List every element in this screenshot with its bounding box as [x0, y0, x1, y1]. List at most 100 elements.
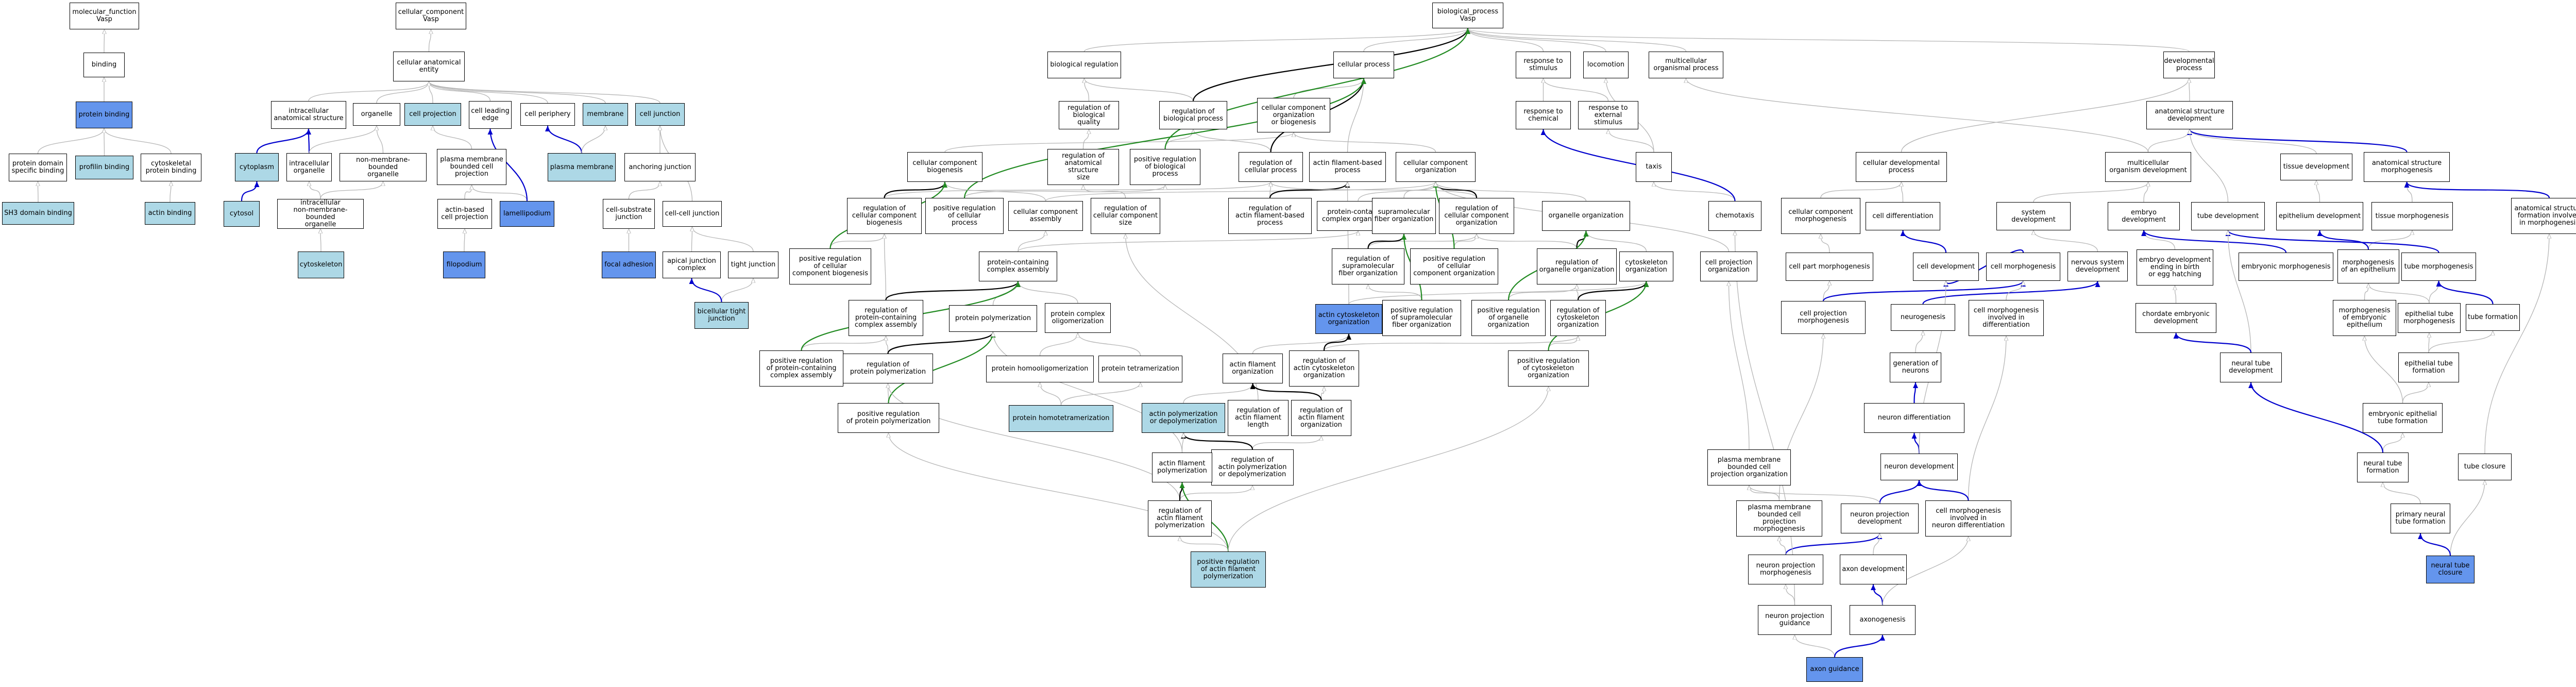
go-term-morphogenesis-of-an-epithelium[interactable]: morphogenesis of an epithelium: [2337, 249, 2399, 283]
go-term-plasma-membrane[interactable]: plasma membrane: [548, 153, 616, 181]
go-term-actin-filament-organization[interactable]: actin filament organization: [1223, 354, 1283, 383]
go-term-non-membrane-bounded-organelle[interactable]: non-membrane-bounded organelle: [340, 153, 427, 181]
go-term-actin-cytoskeleton-organization[interactable]: actin cytoskeleton organization: [1315, 304, 1382, 334]
go-term-regulation-of-actin-filament-organization[interactable]: regulation of actin filament organizatio…: [1291, 400, 1351, 436]
go-term-tube-morphogenesis[interactable]: tube morphogenesis: [2401, 253, 2476, 281]
go-term-cytoskeleton[interactable]: cytoskeleton: [298, 252, 344, 278]
go-term-cellular-developmental-process[interactable]: cellular developmental process: [1856, 152, 1947, 182]
go-term-plasma-membrane-bounded-cell-projection-morphogenesis[interactable]: plasma membrane bounded cell projection …: [1736, 500, 1822, 537]
go-term-positive-regulation-of-cytoskeleton-organization[interactable]: positive regulation of cytoskeleton orga…: [1508, 350, 1589, 387]
go-term-protein-complex-oligomerization[interactable]: protein complex oligomerization: [1045, 303, 1111, 333]
go-term-protein-homooligomerization[interactable]: protein homooligomerization: [986, 356, 1094, 382]
go-term-tissue-morphogenesis[interactable]: tissue morphogenesis: [2371, 202, 2453, 230]
go-term-neural-tube-formation[interactable]: neural tube formation: [2357, 453, 2409, 482]
go-term-response-to-stimulus[interactable]: response to stimulus: [1516, 52, 1571, 78]
go-term-cell-differentiation[interactable]: cell differentiation: [1866, 202, 1940, 230]
go-term-regulation-of-cellular-component-biogenesis[interactable]: regulation of cellular component biogene…: [847, 198, 922, 234]
go-term-multicellular-organism-development[interactable]: multicellular organism development: [2105, 152, 2191, 182]
go-term-regulation-of-cellular-process[interactable]: regulation of cellular process: [1239, 152, 1303, 182]
go-term-organelle[interactable]: organelle: [353, 103, 400, 126]
go-term-tube-formation[interactable]: tube formation: [2466, 304, 2520, 331]
go-term-regulation-of-protein-polymerization[interactable]: regulation of protein polymerization: [843, 354, 933, 383]
go-term-cell-substrate-junction[interactable]: cell-substrate junction: [603, 199, 655, 229]
go-term-protein-tetramerization[interactable]: protein tetramerization: [1098, 356, 1182, 382]
go-term-cell-projection[interactable]: cell projection: [404, 103, 461, 126]
go-term-anatomical-structure-development[interactable]: anatomical structure development: [2146, 101, 2233, 129]
go-term-actin-polymerization-or-depolymerization[interactable]: actin polymerization or depolymerization: [1142, 403, 1225, 433]
go-term-embryo-development[interactable]: embryo development: [2108, 202, 2180, 230]
go-term-cellular-anatomical-entity[interactable]: cellular anatomical entity: [393, 52, 465, 81]
go-term-tissue-development[interactable]: tissue development: [2280, 154, 2352, 180]
go-term-biological-process[interactable]: biological_process Vasp: [1432, 3, 1503, 28]
go-term-neural-tube-closure[interactable]: neural tube closure: [2426, 556, 2475, 583]
go-term-positive-regulation-of-biological-process[interactable]: positive regulation of biological proces…: [1130, 149, 1200, 185]
go-term-epithelium-development[interactable]: epithelium development: [2276, 202, 2363, 230]
go-term-regulation-of-supramolecular-fiber-organization[interactable]: regulation of supramolecular fiber organ…: [1332, 248, 1404, 284]
go-term-focal-adhesion[interactable]: focal adhesion: [602, 252, 656, 278]
go-term-axon-guidance[interactable]: axon guidance: [1806, 657, 1863, 682]
go-term-tight-junction[interactable]: tight junction: [728, 252, 778, 278]
go-term-generation-of-neurons[interactable]: generation of neurons: [1890, 353, 1941, 382]
go-term-cell-junction[interactable]: cell junction: [635, 103, 685, 126]
go-term-regulation-of-anatomical-structure-size[interactable]: regulation of anatomical structure size: [1047, 149, 1119, 185]
go-term-protein-domain-specific-binding[interactable]: protein domain specific binding: [9, 154, 67, 181]
go-term-anatomical-structure-morphogenesis[interactable]: anatomical structure morphogenesis: [2364, 152, 2450, 182]
go-term-cellular-component-biogenesis[interactable]: cellular component biogenesis: [907, 152, 982, 182]
go-term-actin-filament-based-process[interactable]: actin filament-based process: [1309, 152, 1386, 182]
go-term-embryo-development-ending-in-birth-or-egg-hatching[interactable]: embryo development ending in birth or eg…: [2137, 249, 2213, 286]
go-term-positive-regulation-of-cellular-component-organization[interactable]: positive regulation of cellular componen…: [1410, 248, 1498, 284]
go-term-binding[interactable]: binding: [83, 53, 125, 77]
go-term-neuron-projection-morphogenesis[interactable]: neuron projection morphogenesis: [1748, 555, 1823, 584]
go-term-cytoplasm[interactable]: cytoplasm: [235, 153, 279, 181]
go-term-cell-part-morphogenesis[interactable]: cell part morphogenesis: [1786, 253, 1873, 281]
go-term-cell-morphogenesis-involved-in-differentiation[interactable]: cell morphogenesis involved in different…: [1969, 300, 2044, 336]
go-term-regulation-of-cellular-component-size[interactable]: regulation of cellular component size: [1091, 198, 1160, 234]
go-term-cell-morphogenesis[interactable]: cell morphogenesis: [1986, 253, 2060, 281]
go-term-protein-containing-complex-assembly[interactable]: protein-containing complex assembly: [979, 252, 1057, 281]
go-term-regulation-of-actin-filament-length[interactable]: regulation of actin filament length: [1228, 400, 1289, 436]
go-term-actin-based-cell-projection[interactable]: actin-based cell projection: [437, 199, 492, 229]
go-term-developmental-process[interactable]: developmental process: [2163, 52, 2215, 78]
go-term-cell-development[interactable]: cell development: [1913, 253, 1979, 281]
go-term-regulation-of-organelle-organization[interactable]: regulation of organelle organization: [1537, 248, 1617, 284]
go-term-organelle-organization[interactable]: organelle organization: [1542, 201, 1630, 231]
go-term-axon-development[interactable]: axon development: [1840, 555, 1907, 584]
go-term-taxis[interactable]: taxis: [1636, 152, 1672, 182]
go-term-regulation-of-actin-polymerization-or-depolymerization[interactable]: regulation of actin polymerization or de…: [1211, 449, 1294, 485]
go-term-regulation-of-actin-cytoskeleton-organization[interactable]: regulation of actin cytoskeleton organiz…: [1289, 350, 1359, 387]
go-term-actin-binding[interactable]: actin binding: [145, 202, 195, 225]
go-term-actin-filament-polymerization[interactable]: actin filament polymerization: [1152, 453, 1212, 482]
go-term-lamellipodium[interactable]: lamellipodium: [500, 201, 554, 227]
go-term-cellular-component-assembly[interactable]: cellular component assembly: [1008, 201, 1083, 231]
go-term-molecular-function[interactable]: molecular_function Vasp: [70, 3, 139, 29]
go-term-plasma-membrane-bounded-cell-projection-organization[interactable]: plasma membrane bounded cell projection …: [1707, 449, 1791, 485]
go-term-cell-projection-morphogenesis[interactable]: cell projection morphogenesis: [1781, 301, 1866, 334]
go-term-cell-leading-edge[interactable]: cell leading edge: [469, 101, 512, 129]
go-term-tube-closure[interactable]: tube closure: [2458, 454, 2512, 480]
go-term-morphogenesis-of-embryonic-epithelium[interactable]: morphogenesis of embryonic epithelium: [2333, 300, 2396, 336]
go-term-embryonic-epithelial-tube-formation[interactable]: embryonic epithelial tube formation: [2363, 403, 2443, 433]
go-term-membrane[interactable]: membrane: [583, 103, 628, 126]
go-term-cellular-process[interactable]: cellular process: [1333, 52, 1394, 78]
go-term-chordate-embryonic-development[interactable]: chordate embryonic development: [2136, 303, 2216, 333]
go-term-cellular-component[interactable]: cellular_component Vasp: [396, 3, 466, 29]
go-term-filopodium[interactable]: filopodium: [443, 252, 485, 278]
go-term-primary-neural-tube-formation[interactable]: primary neural tube formation: [2391, 504, 2450, 533]
go-term-neuron-differentiation[interactable]: neuron differentiation: [1864, 403, 1964, 433]
go-term-neural-tube-development[interactable]: neural tube development: [2220, 353, 2282, 382]
go-term-positive-regulation-of-organelle-organization[interactable]: positive regulation of organelle organiz…: [1471, 300, 1546, 336]
go-term-sh3-domain-binding[interactable]: SH3 domain binding: [2, 202, 74, 225]
go-term-epithelial-tube-morphogenesis[interactable]: epithelial tube morphogenesis: [2398, 303, 2461, 333]
go-term-protein-polymerization[interactable]: protein polymerization: [949, 305, 1037, 332]
go-term-cellular-component-organization[interactable]: cellular component organization: [1396, 152, 1476, 182]
go-term-response-to-external-stimulus[interactable]: response to external stimulus: [1578, 101, 1638, 129]
go-term-epithelial-tube-formation[interactable]: epithelial tube formation: [2398, 353, 2459, 382]
go-term-cytoskeleton-organization[interactable]: cytoskeleton organization: [1619, 252, 1673, 281]
go-term-positive-regulation-of-protein-polymerization[interactable]: positive regulation of protein polymeriz…: [838, 403, 939, 433]
go-term-neurogenesis[interactable]: neurogenesis: [1891, 304, 1955, 331]
go-term-nervous-system-development[interactable]: nervous system development: [2067, 252, 2128, 281]
go-term-cell-periphery[interactable]: cell periphery: [520, 103, 575, 126]
go-term-protein-homotetramerization[interactable]: protein homotetramerization: [1009, 405, 1113, 432]
go-term-axonogenesis[interactable]: axonogenesis: [1850, 605, 1916, 635]
go-term-cellular-component-organization-or-biogenesis[interactable]: cellular component organization or bioge…: [1257, 98, 1330, 132]
